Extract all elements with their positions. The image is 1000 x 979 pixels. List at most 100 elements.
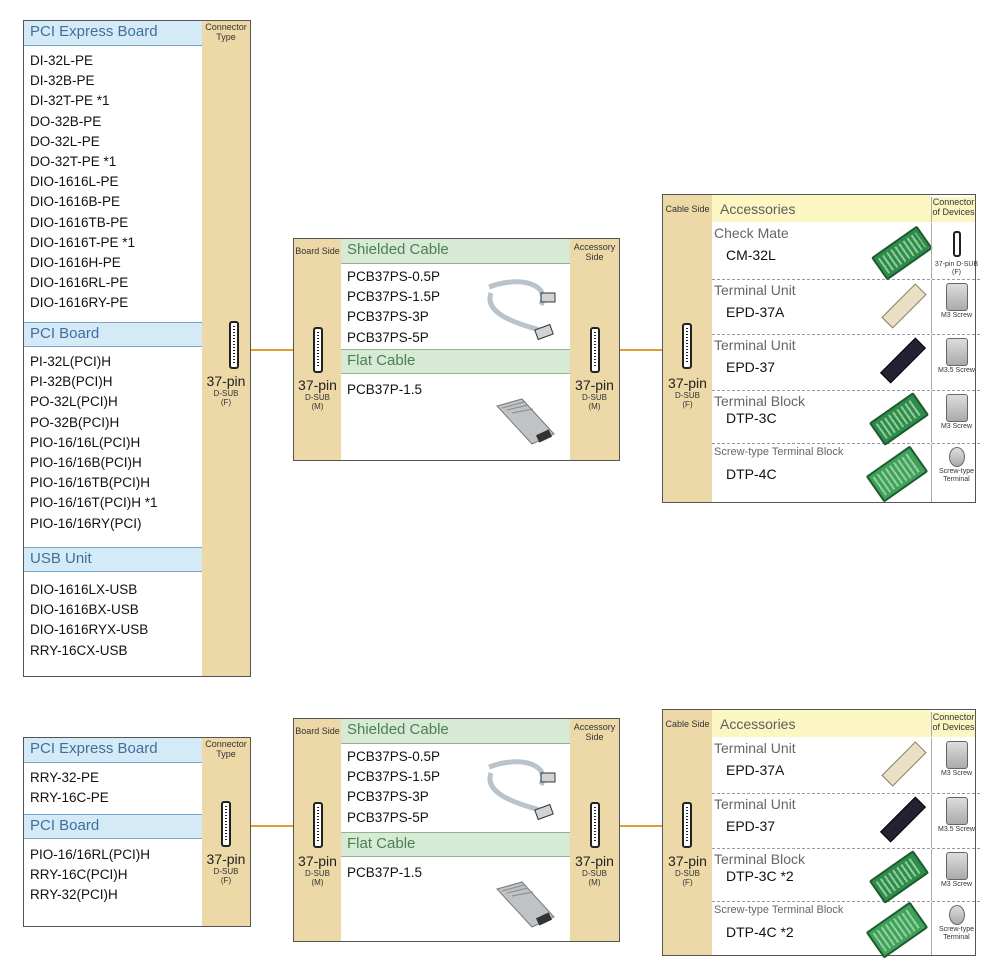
cable-side-header: Cable Side — [665, 719, 710, 729]
board-item: DIO-1616RL-PE — [30, 275, 129, 291]
accessory-category: Terminal Unit — [714, 740, 796, 756]
cable-side-header: Cable Side — [665, 204, 710, 214]
cable-item: PCB37P-1.5 — [347, 865, 423, 880]
accessories-title: Accessories — [712, 195, 931, 222]
device-cell: 37-pin D-SUB (F) — [931, 223, 981, 279]
cable-list: PCB37P-1.5 — [341, 859, 481, 883]
screw-icon — [945, 394, 968, 422]
board-item: DO-32T-PE *1 — [30, 154, 117, 170]
accessory-model: DTP-4C — [726, 466, 777, 482]
board-item: PO-32B(PCI)H — [30, 414, 120, 430]
device-cell: M3 Screw — [931, 280, 981, 334]
board-list: PIO-16/16RL(PCI)H RRY-16C(PCI)H RRY-32(P… — [24, 841, 202, 906]
cable-item: PCB37PS-3P — [347, 309, 429, 325]
flat-cable-title: Flat Cable — [341, 349, 570, 374]
board-item: PO-32L(PCI)H — [30, 394, 118, 410]
terminal-block-image — [868, 392, 930, 446]
accessory-category: Terminal Unit — [714, 796, 796, 812]
accessory-model: EPD-37A — [726, 762, 785, 778]
terminal-block-image — [868, 850, 930, 904]
cable-item: PCB37PS-3P — [347, 789, 429, 805]
board-item: PI-32L(PCI)H — [30, 354, 112, 369]
top-board-panel: Connector Type PCI Express Board DI-32L-… — [23, 20, 251, 677]
board-item: RRY-32-PE — [30, 770, 100, 785]
pin-gender: (M) — [588, 402, 601, 411]
shielded-cable-title: Shielded Cable — [341, 239, 570, 264]
accessory-category: Screw-type Terminal Block — [714, 904, 844, 916]
connector-icon — [590, 802, 600, 848]
pin-type: D-SUB — [305, 393, 330, 402]
board-item: DIO-1616TB-PE — [30, 214, 129, 230]
board-side-header: Board Side — [295, 246, 340, 256]
section-title: PCI Express Board — [24, 738, 202, 763]
pin-label: 37-pin D-SUB (F) — [202, 373, 250, 407]
device-header: Connector of Devices — [931, 712, 975, 737]
cable-item: PCB37PS-5P — [347, 809, 429, 825]
accessories-title: Accessories — [712, 710, 931, 737]
board-item: DIO-1616RYX-USB — [30, 622, 149, 638]
screw-terminal-block-image — [865, 445, 929, 503]
accessory-row: Terminal Block DTP-3C *2 M3 Screw — [712, 849, 981, 904]
flat-cable-title: Flat Cable — [341, 832, 570, 857]
board-item: RRY-16C(PCI)H — [30, 867, 128, 883]
board-item: DI-32B-PE — [30, 73, 95, 89]
device-label: M3.5 Screw — [938, 826, 975, 833]
accessory-category: Check Mate — [714, 225, 789, 241]
board-item: DIO-1616L-PE — [30, 174, 119, 190]
accessory-model: EPD-37 — [726, 818, 776, 834]
accessory-row: Terminal Unit EPD-37 M3.5 Screw — [712, 335, 980, 391]
board-item: PIO-16/16T(PCI)H *1 — [30, 495, 158, 511]
terminal-unit-image — [880, 337, 926, 384]
device-label: M3 Screw — [940, 770, 973, 777]
board-item: PIO-16/16L(PCI)H — [30, 434, 141, 450]
accessory-model: EPD-37 — [726, 359, 776, 375]
pin-label: 37-pin D-SUB (M) — [294, 377, 341, 411]
connector-icon — [313, 327, 323, 373]
screw-icon — [945, 283, 968, 311]
shielded-cable-title: Shielded Cable — [341, 719, 570, 744]
screw-terminal-block-image — [865, 901, 929, 959]
cable-item: PCB37PS-0.5P — [347, 749, 441, 764]
board-item: PIO-16/16TB(PCI)H — [30, 475, 151, 491]
board-item: RRY-32(PCI)H — [30, 887, 118, 903]
accessory-model: EPD-37A — [726, 304, 785, 320]
pin-count: 37-pin — [668, 853, 707, 869]
connector-icon — [229, 321, 239, 369]
cable-item: PCB37PS-1.5P — [347, 769, 441, 785]
accessory-model: DTP-3C — [726, 410, 777, 426]
connector-icon — [221, 801, 231, 847]
accessory-row: Screw-type Terminal Block DTP-4C Screw-t… — [712, 444, 981, 503]
pin-count: 37-pin — [206, 373, 246, 389]
accessory-category: Terminal Unit — [714, 337, 796, 353]
bottom-cable-panel: Board Side Accessory Side Shielded Cable… — [293, 718, 620, 942]
accessory-category: Screw-type Terminal Block — [714, 446, 844, 458]
board-list: DIO-1616LX-USB DIO-1616BX-USB DIO-1616RY… — [24, 576, 202, 661]
top-cable-panel: Board Side Accessory Side Shielded Cable… — [293, 238, 620, 461]
accessory-category: Terminal Block — [714, 851, 806, 867]
pin-type: D-SUB — [305, 869, 330, 878]
board-item: PIO-16/16RY(PCI) — [30, 515, 142, 531]
terminal-unit-image — [880, 796, 926, 843]
pin-gender: (M) — [588, 878, 601, 887]
device-cell: Screw-type Terminal — [931, 902, 981, 955]
pin-gender: (F) — [682, 400, 693, 409]
board-item: DI-32L-PE — [30, 53, 94, 68]
connector-type-header: Connector Type — [205, 22, 247, 42]
accessory-row: Terminal Block DTP-3C M3 Screw — [712, 391, 980, 446]
pin-count: 37-pin — [668, 375, 707, 391]
pin-gender: (F) — [220, 876, 232, 885]
pin-gender: (M) — [311, 878, 324, 887]
link-line — [620, 825, 663, 827]
device-header: Connector of Devices — [931, 197, 975, 222]
device-label: M3 Screw — [940, 423, 973, 430]
terminal-unit-image — [881, 741, 927, 787]
accessory-model: DTP-4C *2 — [726, 924, 794, 940]
pin-label: 37-pin D-SUB (M) — [570, 853, 619, 887]
pin-gender: (F) — [220, 398, 232, 407]
screw-terminal-icon — [948, 905, 965, 925]
cable-item: PCB37PS-1.5P — [347, 289, 441, 305]
section-title: PCI Board — [24, 322, 202, 347]
device-cell: Screw-type Terminal — [931, 444, 981, 502]
accessory-row: Terminal Unit EPD-37A M3 Screw — [712, 280, 980, 335]
device-cell: M3 Screw — [931, 849, 981, 901]
